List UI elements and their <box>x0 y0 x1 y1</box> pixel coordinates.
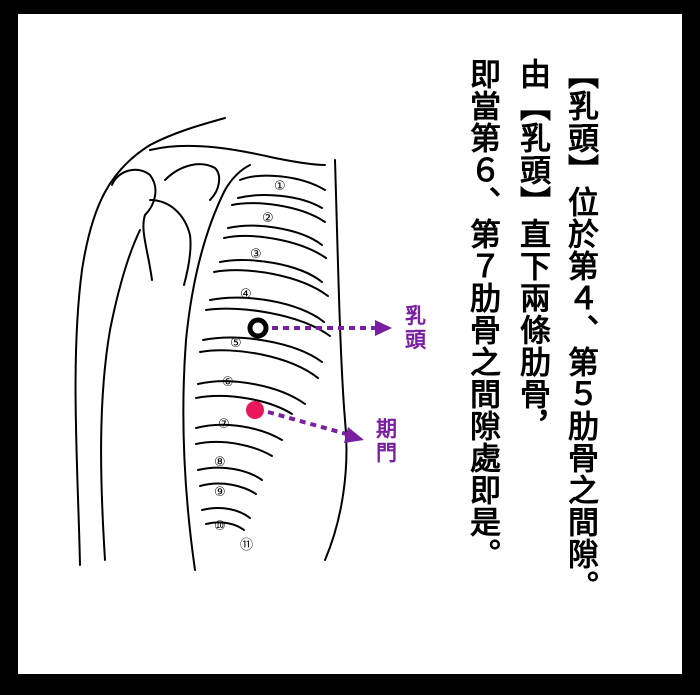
rib-number: ⑧ <box>214 455 226 470</box>
rib-number: ⑦ <box>218 417 230 432</box>
rib-number: ④ <box>240 287 252 302</box>
nipple-label-char: 頭 <box>405 328 426 352</box>
qimen-arrow-head <box>344 427 364 443</box>
rib-number: ⑤ <box>230 336 242 351</box>
spine-edge <box>324 159 348 561</box>
qimen-point <box>246 401 264 419</box>
sternum-edge <box>182 164 251 571</box>
qimen-arrow-line <box>267 410 351 437</box>
qimen-label-char: 期 <box>376 417 397 441</box>
qimen-label-char: 門 <box>376 441 397 465</box>
rib-number: ⑩ <box>214 519 226 534</box>
text-column-1: 【乳頭】位於第４、第５肋骨之間隙。 <box>562 58 598 602</box>
nipple-label: 乳 頭 <box>405 304 426 352</box>
rib-number-group: ① ② ③ ④ ⑤ ⑥ ⑦ ⑧ ⑨ ⑩ ⑪ <box>214 179 286 553</box>
text-column-2: 由【乳頭】直下兩條肋骨， <box>514 58 550 442</box>
nipple-label-char: 乳 <box>405 304 426 328</box>
rib-number: ② <box>262 211 274 226</box>
scapula <box>149 199 192 286</box>
qimen-label: 期 門 <box>376 417 397 465</box>
clavicle <box>149 144 326 166</box>
arm-outline <box>74 117 226 566</box>
diagram-panel <box>18 14 682 674</box>
text-column-3: 即當第６、第７肋骨之間隙處即是。 <box>464 58 500 570</box>
rib-number: ⑥ <box>222 375 234 390</box>
rib-number: ① <box>274 179 286 194</box>
rib-number: ⑪ <box>240 538 253 553</box>
nipple-point <box>247 317 269 339</box>
rib-number: ③ <box>250 247 262 262</box>
humerus-head <box>111 168 157 281</box>
nipple-arrow-head <box>375 320 392 336</box>
rib-number: ⑨ <box>214 485 226 500</box>
